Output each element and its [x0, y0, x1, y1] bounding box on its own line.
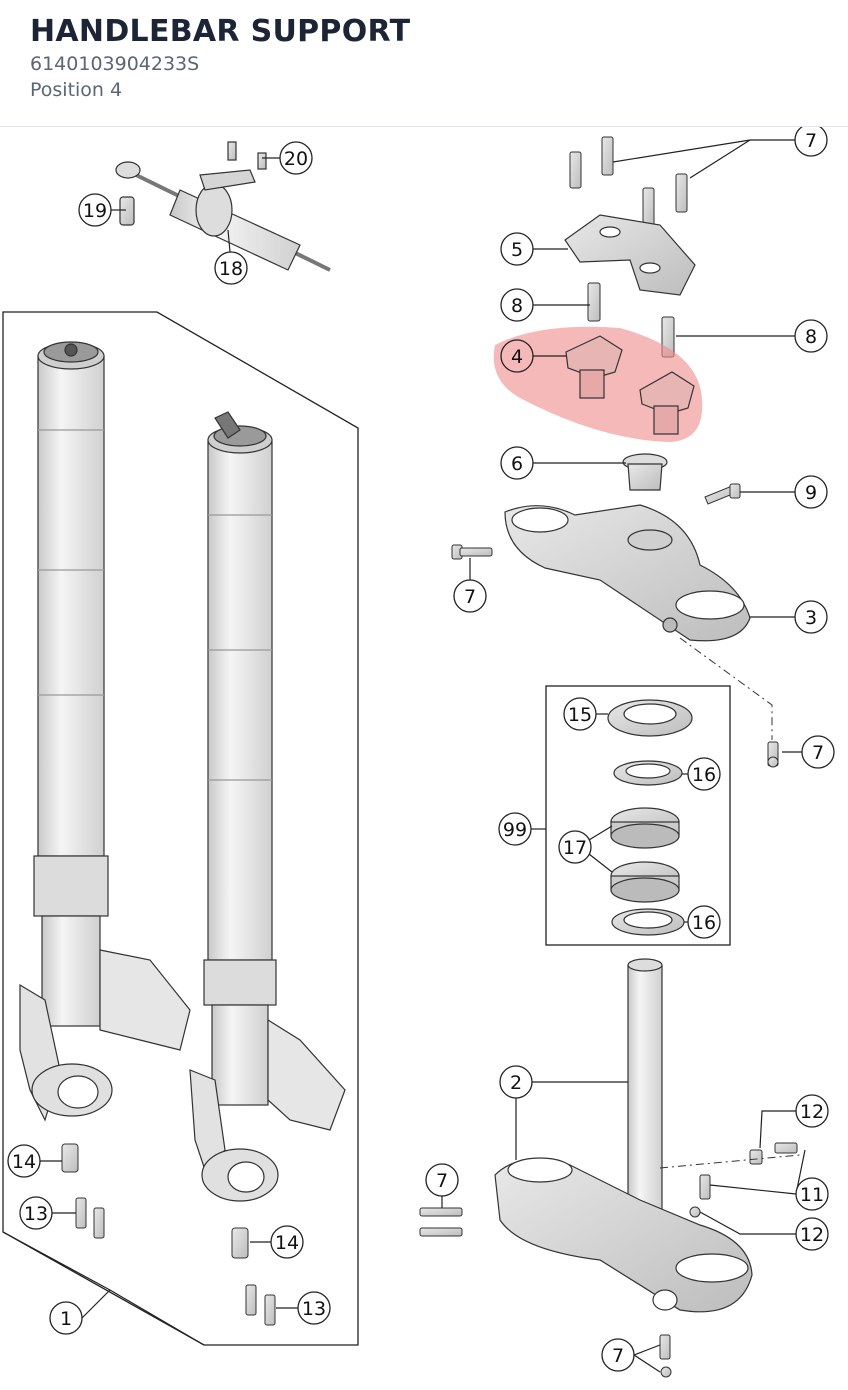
steering-damper	[115, 141, 331, 272]
callout-7-left[interactable]: 7	[453, 579, 487, 613]
svg-text:13: 13	[302, 1298, 326, 1320]
callout-11[interactable]: 11	[795, 1177, 829, 1211]
bearing-parts	[607, 699, 693, 936]
svg-text:16: 16	[692, 764, 716, 786]
upper-triple-clamp-part-3	[504, 504, 751, 642]
callout-7-bottom[interactable]: 7	[601, 1338, 635, 1372]
svg-text:7: 7	[464, 586, 476, 608]
svg-text:15: 15	[568, 704, 592, 726]
svg-text:20: 20	[284, 148, 308, 170]
svg-text:6: 6	[511, 453, 523, 475]
callout-17[interactable]: 17	[558, 830, 592, 864]
svg-text:7: 7	[812, 742, 824, 764]
lower-clamp-hardware	[419, 1142, 798, 1378]
position-label: Position 4	[30, 79, 123, 101]
callout-8-left[interactable]: 8	[500, 288, 534, 322]
page-header: HANDLEBAR SUPPORT 6140103904233S Positio…	[0, 0, 848, 127]
leader-lines	[2, 139, 806, 1373]
handlebar-clamp-part-5	[564, 214, 696, 296]
callout-5[interactable]: 5	[500, 232, 534, 266]
callout-13-left[interactable]: 13	[19, 1196, 53, 1230]
callout-8-right[interactable]: 8	[794, 319, 828, 353]
svg-text:7: 7	[436, 1170, 448, 1192]
bolt-part-7-left	[451, 544, 493, 560]
svg-text:8: 8	[805, 326, 817, 348]
callout-20[interactable]: 20	[279, 141, 313, 175]
bolts-part-7-top	[569, 136, 688, 227]
svg-text:19: 19	[83, 200, 107, 222]
bolt-part-9	[704, 483, 741, 505]
svg-text:14: 14	[275, 1232, 299, 1254]
svg-text:4: 4	[511, 346, 523, 368]
callout-16-bottom[interactable]: 16	[687, 905, 721, 939]
left-fork-leg	[19, 341, 191, 1122]
svg-text:12: 12	[800, 1224, 824, 1246]
lower-triple-clamp-part-2	[494, 958, 753, 1313]
callout-4[interactable]: 4	[500, 339, 534, 373]
callout-7-right[interactable]: 7	[801, 735, 835, 769]
callout-13-right[interactable]: 13	[297, 1291, 331, 1325]
svg-text:2: 2	[510, 1072, 522, 1094]
callout-9[interactable]: 9	[794, 475, 828, 509]
handlebar-riser-part-4	[565, 335, 695, 435]
svg-text:13: 13	[24, 1203, 48, 1225]
callout-7-lower-left[interactable]: 7	[425, 1163, 459, 1197]
right-fork-leg	[189, 411, 346, 1202]
callout-15[interactable]: 15	[563, 697, 597, 731]
svg-text:5: 5	[511, 239, 523, 261]
callout-12-bottom[interactable]: 12	[795, 1217, 829, 1251]
svg-text:14: 14	[12, 1151, 36, 1173]
callout-14-right[interactable]: 14	[270, 1225, 304, 1259]
svg-text:9: 9	[805, 482, 817, 504]
callout-16-top[interactable]: 16	[687, 757, 721, 791]
svg-text:8: 8	[511, 295, 523, 317]
svg-text:11: 11	[800, 1184, 824, 1206]
callout-14-left[interactable]: 14	[7, 1144, 41, 1178]
fork-screws	[61, 1143, 276, 1326]
exploded-parts-diagram: 20 19 18 7 5 8 8 4 6 9 7 3 7 15 16 99 17…	[2, 127, 835, 1378]
svg-text:16: 16	[692, 912, 716, 934]
part-number: 6140103904233S	[30, 53, 200, 75]
bearing-kit-box	[545, 685, 731, 946]
callout-19[interactable]: 19	[78, 193, 112, 227]
callout-18[interactable]: 18	[214, 251, 248, 285]
svg-text:12: 12	[800, 1101, 824, 1123]
callout-3[interactable]: 3	[794, 600, 828, 634]
svg-text:3: 3	[805, 607, 817, 629]
callout-1[interactable]: 1	[49, 1301, 83, 1335]
bolt-part-7-right	[767, 741, 779, 768]
page-title: HANDLEBAR SUPPORT	[30, 14, 411, 49]
callout-7-top[interactable]: 7	[794, 127, 828, 157]
svg-text:7: 7	[805, 130, 817, 152]
svg-text:99: 99	[503, 819, 527, 841]
svg-text:1: 1	[60, 1308, 72, 1330]
svg-text:18: 18	[219, 258, 243, 280]
bushing-part-6	[622, 453, 668, 491]
callout-2[interactable]: 2	[499, 1065, 533, 1099]
svg-text:7: 7	[612, 1345, 624, 1367]
callout-6[interactable]: 6	[500, 446, 534, 480]
svg-text:17: 17	[563, 837, 587, 859]
callout-12-top[interactable]: 12	[795, 1094, 829, 1128]
callout-99[interactable]: 99	[498, 812, 532, 846]
callouts: 20 19 18 7 5 8 8 4 6 9 7 3 7 15 16 99 17…	[7, 127, 835, 1372]
